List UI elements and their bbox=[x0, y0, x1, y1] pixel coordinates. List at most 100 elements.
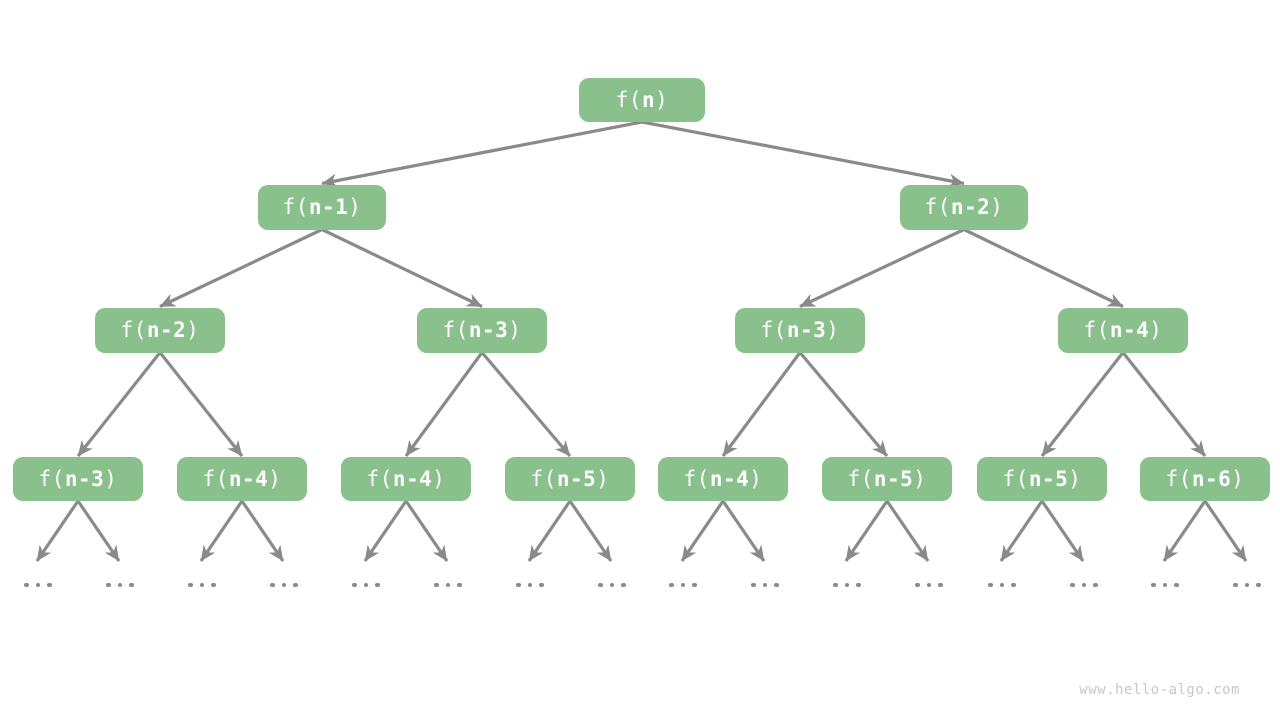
ellipsis-leaf bbox=[188, 582, 216, 587]
edge-arrow bbox=[999, 500, 1044, 562]
node-label: f(n-5) bbox=[847, 466, 927, 491]
ellipsis-leaf bbox=[1233, 582, 1261, 587]
dot bbox=[833, 582, 838, 587]
ellipsis-leaf bbox=[598, 582, 626, 587]
dot bbox=[1081, 582, 1086, 587]
tree-node-c2: f(n-4) bbox=[177, 457, 307, 501]
tree-node-c1: f(n-3) bbox=[13, 457, 143, 501]
tree-node-b4: f(n-4) bbox=[1058, 307, 1188, 353]
dot bbox=[434, 582, 439, 587]
dot bbox=[762, 582, 767, 587]
watermark: www.hello-algo.com bbox=[1079, 682, 1240, 698]
edge-arrow bbox=[1121, 351, 1207, 457]
tree-node-a2: f(n-2) bbox=[900, 184, 1028, 230]
node-label: f(n-3) bbox=[760, 317, 840, 342]
ellipsis-leaf bbox=[1151, 582, 1179, 587]
dot bbox=[375, 582, 380, 587]
node-label: f(n-4) bbox=[366, 466, 446, 491]
edge-arrow bbox=[1040, 351, 1125, 457]
edge-arrow bbox=[1162, 500, 1207, 562]
edge-arrow bbox=[363, 500, 408, 562]
node-label: f(n-3) bbox=[442, 317, 522, 342]
edge-arrow bbox=[641, 120, 965, 188]
dot bbox=[856, 582, 861, 587]
edge-arrow bbox=[568, 500, 613, 562]
dot bbox=[669, 582, 674, 587]
node-label: f(n-2) bbox=[924, 194, 1004, 219]
ellipsis-leaf bbox=[352, 582, 380, 587]
edge-arrow bbox=[321, 228, 483, 308]
node-label: f(n-1) bbox=[282, 194, 362, 219]
dot bbox=[188, 582, 193, 587]
dot bbox=[352, 582, 357, 587]
dot bbox=[457, 582, 462, 587]
dot bbox=[106, 582, 111, 587]
tree-node-c4: f(n-5) bbox=[505, 457, 635, 501]
dot bbox=[1174, 582, 1179, 587]
dot bbox=[774, 582, 779, 587]
dot bbox=[1233, 582, 1238, 587]
edge-arrow bbox=[404, 351, 484, 457]
dot bbox=[47, 582, 52, 587]
dot bbox=[293, 582, 298, 587]
tree-node-c6: f(n-5) bbox=[822, 457, 952, 501]
dot bbox=[117, 582, 122, 587]
ellipsis-leaf bbox=[669, 582, 697, 587]
dot bbox=[1256, 582, 1261, 587]
ellipsis-leaf bbox=[24, 582, 52, 587]
dot bbox=[211, 582, 216, 587]
dot bbox=[281, 582, 286, 587]
edge-arrow bbox=[321, 120, 643, 188]
ellipsis-leaf bbox=[516, 582, 544, 587]
dot bbox=[363, 582, 368, 587]
tree-node-c5: f(n-4) bbox=[658, 457, 788, 501]
node-label: f(n) bbox=[615, 87, 669, 112]
edge-arrow bbox=[480, 351, 572, 458]
node-label: f(n-4) bbox=[202, 466, 282, 491]
tree-node-c3: f(n-4) bbox=[341, 457, 471, 501]
dot bbox=[1162, 582, 1167, 587]
dot bbox=[1151, 582, 1156, 587]
edge-arrow bbox=[76, 351, 162, 457]
dot bbox=[938, 582, 943, 587]
node-label: f(n-6) bbox=[1165, 466, 1245, 491]
edge-arrow bbox=[798, 351, 889, 458]
edge-arrow bbox=[963, 228, 1124, 308]
tree-node-b3: f(n-3) bbox=[735, 307, 865, 353]
ellipsis-leaf bbox=[270, 582, 298, 587]
dot bbox=[1244, 582, 1249, 587]
dot bbox=[24, 582, 29, 587]
edge-arrow bbox=[1203, 500, 1248, 562]
ellipsis-leaf bbox=[751, 582, 779, 587]
edge-arrow bbox=[404, 500, 449, 562]
dot bbox=[926, 582, 931, 587]
ellipsis-leaf bbox=[106, 582, 134, 587]
ellipsis-leaf bbox=[915, 582, 943, 587]
dot bbox=[527, 582, 532, 587]
edge-arrow bbox=[885, 500, 930, 562]
dot bbox=[35, 582, 40, 587]
edge-arrow bbox=[680, 500, 725, 562]
dot bbox=[1011, 582, 1016, 587]
dot bbox=[692, 582, 697, 587]
edge-arrow bbox=[35, 500, 80, 562]
edge-arrow bbox=[240, 500, 285, 562]
dot bbox=[915, 582, 920, 587]
node-label: f(n-3) bbox=[38, 466, 118, 491]
dot bbox=[270, 582, 275, 587]
edge-arrow bbox=[799, 228, 965, 308]
node-label: f(n-5) bbox=[1002, 466, 1082, 491]
edge-arrow bbox=[159, 228, 323, 308]
dot bbox=[609, 582, 614, 587]
dot bbox=[598, 582, 603, 587]
ellipsis-leaf bbox=[1070, 582, 1098, 587]
edge-arrow bbox=[721, 351, 802, 457]
dot bbox=[539, 582, 544, 587]
node-label: f(n-5) bbox=[530, 466, 610, 491]
tree-node-c8: f(n-6) bbox=[1140, 457, 1270, 501]
dot bbox=[680, 582, 685, 587]
tree-node-c7: f(n-5) bbox=[977, 457, 1107, 501]
tree-node-b2: f(n-3) bbox=[417, 307, 547, 353]
